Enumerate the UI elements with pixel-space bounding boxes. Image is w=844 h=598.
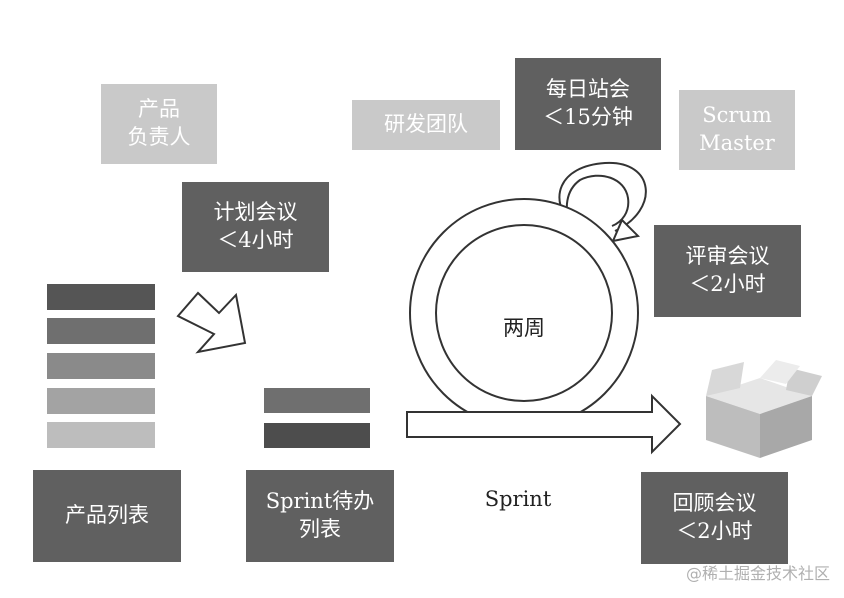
scrum-master-label: Scrum Master	[699, 103, 775, 155]
sprint-backlog-label: Sprint待办 列表	[265, 489, 375, 541]
retrospective-meeting-label: 回顾会议 ＜2小时	[672, 491, 757, 543]
product-owner-box: 产品 负责人	[101, 84, 217, 164]
sprint-backlog-box: Sprint待办 列表	[246, 470, 394, 562]
scrum-master-box: Scrum Master	[679, 90, 795, 170]
sprint-label: Sprint	[484, 487, 552, 511]
planning-arrow	[176, 291, 247, 354]
product-backlog-label: 产品列表	[65, 503, 149, 528]
daily-standup-label: 每日站会 ＜15分钟	[543, 77, 633, 129]
planning-meeting-box: 计划会议 ＜4小时	[182, 182, 329, 272]
retrospective-meeting-box: 回顾会议 ＜2小时	[641, 472, 788, 564]
backlog-bar	[47, 388, 155, 414]
product-owner-label: 产品 负责人	[127, 97, 191, 149]
sprint-backlog-bar	[264, 388, 370, 413]
backlog-bar	[47, 318, 155, 344]
sprint-cycle-inner-ring	[435, 224, 613, 402]
dev-team-box: 研发团队	[352, 100, 500, 150]
backlog-bar	[47, 422, 155, 448]
review-meeting-label: 评审会议 ＜2小时	[685, 244, 770, 296]
product-backlog-box: 产品列表	[33, 470, 181, 562]
dev-team-label: 研发团队	[384, 112, 468, 137]
planning-meeting-label: 计划会议 ＜4小时	[213, 200, 298, 252]
increment-box-icon	[706, 360, 822, 458]
daily-loop-arrowhead	[611, 218, 641, 243]
backlog-bar	[47, 284, 155, 310]
watermark: @稀土掘金技术社区	[685, 564, 830, 583]
sprint-forward-arrow	[406, 393, 682, 455]
sprint-backlog-bar	[264, 423, 370, 448]
daily-loop-arrow	[558, 161, 647, 232]
backlog-bar	[47, 353, 155, 379]
daily-standup-box: 每日站会 ＜15分钟	[515, 58, 661, 150]
review-meeting-box: 评审会议 ＜2小时	[654, 225, 801, 317]
cycle-period-label: 两周	[503, 316, 545, 340]
